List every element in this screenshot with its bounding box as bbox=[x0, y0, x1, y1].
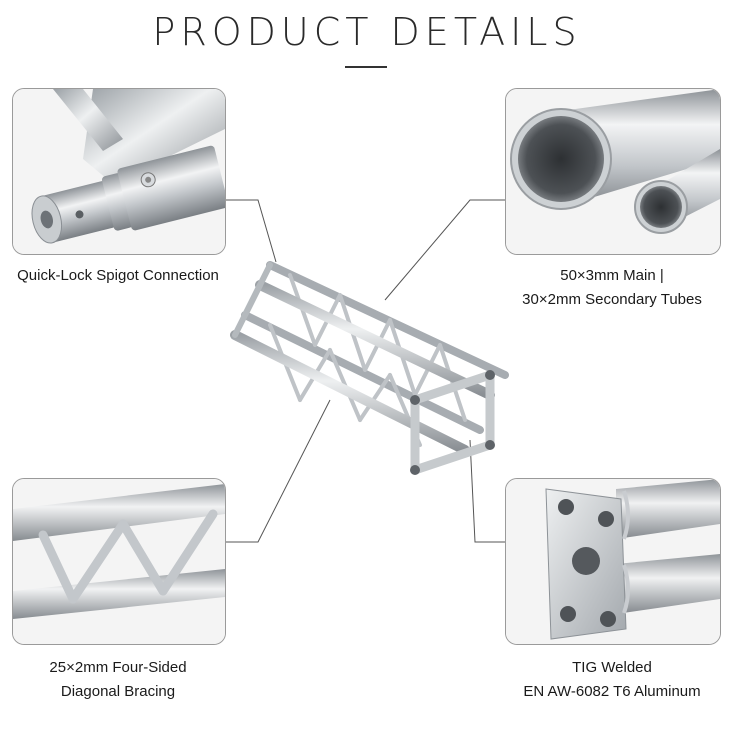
bracing-detail-panel bbox=[12, 478, 226, 645]
leader-line-tubes bbox=[384, 199, 505, 301]
truss-image bbox=[230, 261, 509, 475]
title-underline bbox=[345, 66, 387, 68]
bracing-caption-line2: Diagonal Bracing bbox=[60, 683, 176, 700]
leader-line-welded bbox=[469, 439, 505, 543]
welded-image bbox=[506, 479, 720, 644]
welded-caption: TIG Welded EN AW-6082 T6 Aluminum bbox=[498, 656, 726, 704]
welded-caption-line1: TIG Welded bbox=[572, 659, 652, 676]
spigot-image bbox=[13, 89, 225, 254]
leader-line-bracing bbox=[226, 399, 331, 543]
page-title: PRODUCT DETAILS bbox=[152, 10, 582, 54]
leader-line-spigot bbox=[226, 199, 277, 263]
tubes-caption-line1: 50×3mm Main | bbox=[560, 267, 664, 284]
tubes-caption: 50×3mm Main | 30×2mm Secondary Tubes bbox=[498, 264, 726, 312]
bracing-caption-line1: 25×2mm Four-Sided bbox=[49, 659, 187, 676]
welded-detail-panel bbox=[505, 478, 721, 645]
spigot-detail-panel bbox=[12, 88, 226, 255]
tubes-detail-panel bbox=[505, 88, 721, 255]
tubes-caption-line2: 30×2mm Secondary Tubes bbox=[522, 291, 702, 308]
bracing-image bbox=[13, 479, 225, 644]
welded-caption-line2: EN AW-6082 T6 Aluminum bbox=[523, 683, 701, 700]
tubes-image bbox=[506, 89, 720, 254]
bracing-caption: 25×2mm Four-Sided Diagonal Bracing bbox=[0, 656, 236, 704]
spigot-caption: Quick-Lock Spigot Connection bbox=[17, 267, 219, 284]
